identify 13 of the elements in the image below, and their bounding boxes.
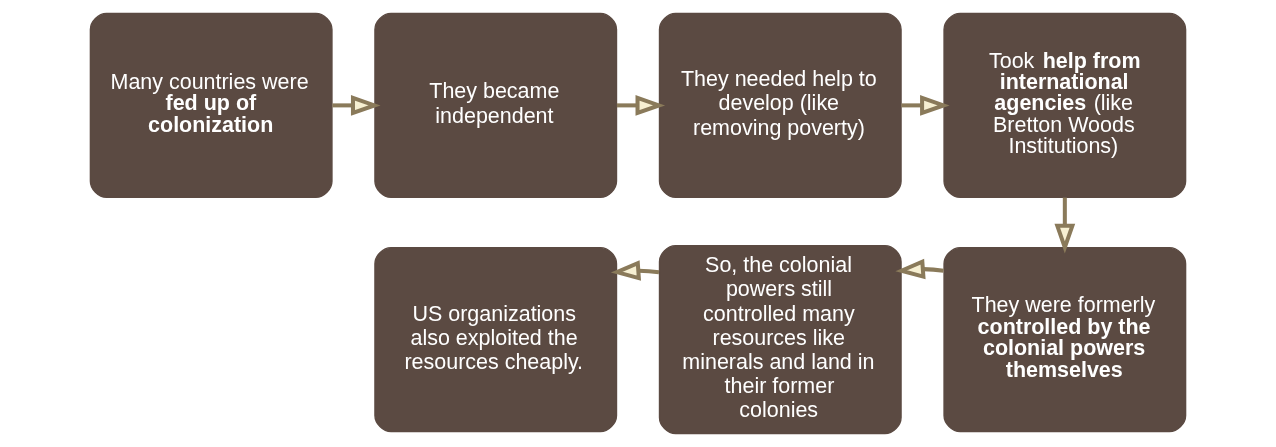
node-box: US organizations also exploited the resources cheaply. <box>374 247 618 433</box>
node-box: They were formerly controlled by the colonial powers themselves <box>943 247 1187 433</box>
arrow <box>610 260 660 281</box>
arrow <box>1054 197 1076 254</box>
node-box: They became independent <box>374 12 618 198</box>
node-box: Many countries were fed up of colonization <box>89 12 333 198</box>
node-box: So, the colonial powers still controlled many resources like minerals and land in their former colonies <box>658 245 902 435</box>
arrow <box>616 95 666 116</box>
node-box: They needed help to develop (like removing poverty) <box>658 12 902 198</box>
node-box: Took help from international agencies (like Bretton Woods Institutions) <box>943 12 1187 198</box>
arrow <box>332 95 381 116</box>
arrow <box>901 95 950 116</box>
arrow <box>895 258 944 280</box>
